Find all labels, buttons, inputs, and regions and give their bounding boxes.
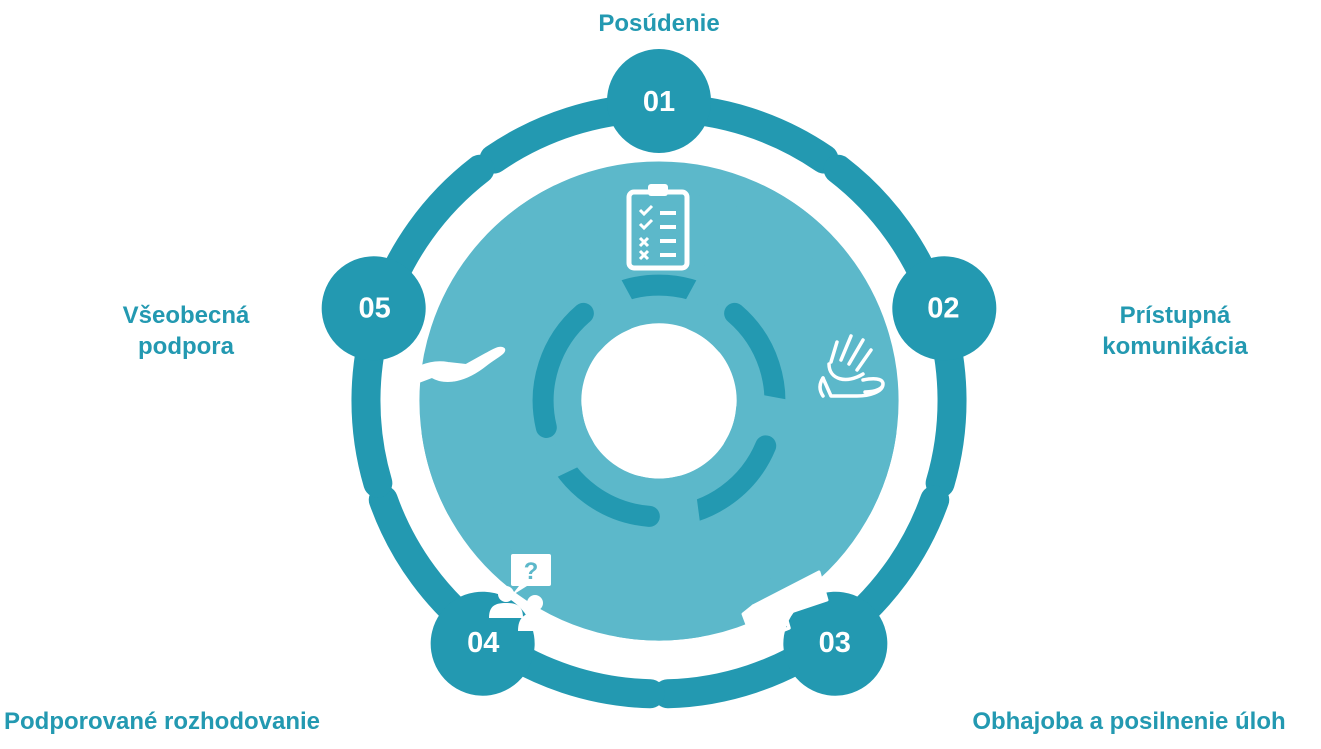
megaphone-icon xyxy=(741,570,829,634)
step-label-03-line-1: Obhajoba a posilnenie úloh xyxy=(972,708,1286,735)
svg-text:?: ? xyxy=(524,558,539,585)
segment-02: 02 xyxy=(665,135,1045,539)
clipboard-checklist-icon xyxy=(626,184,690,271)
step-label-04-line-1: Podporované rozhodovanie xyxy=(4,708,321,735)
step-label-01-line-1: Posúdenie xyxy=(598,10,720,37)
step-number-01: 01 xyxy=(643,86,675,118)
segment-05: 05 xyxy=(273,135,653,539)
people-question-icon: ? xyxy=(489,554,553,631)
step-label-03: Obhajoba a posilnenie úloh xyxy=(943,706,1315,737)
step-label-02-line-1: Prístupná xyxy=(1119,302,1231,329)
segment-01: 01 xyxy=(494,49,824,341)
step-label-05-line-1: Všeobecná xyxy=(122,302,250,329)
sign-language-hands-icon xyxy=(818,334,885,398)
step-label-02-line-2: komunikácia xyxy=(1102,333,1248,360)
segment-04: 04 xyxy=(319,353,758,749)
step-label-05-line-2: podpora xyxy=(138,333,234,360)
step-number-03: 03 xyxy=(819,627,851,659)
segment-03: 03 xyxy=(561,353,1000,749)
step-number-05: 05 xyxy=(359,293,391,325)
helping-hand-icon xyxy=(409,346,506,384)
step-number-04: 04 xyxy=(467,627,499,659)
step-number-02: 02 xyxy=(927,293,959,325)
step-label-05: Všeobecná podpora xyxy=(96,300,276,362)
step-label-02: Prístupná komunikácia xyxy=(1080,300,1270,362)
step-label-04: Podporované rozhodovanie xyxy=(4,706,396,737)
step-label-01: Posúdenie xyxy=(586,8,732,39)
